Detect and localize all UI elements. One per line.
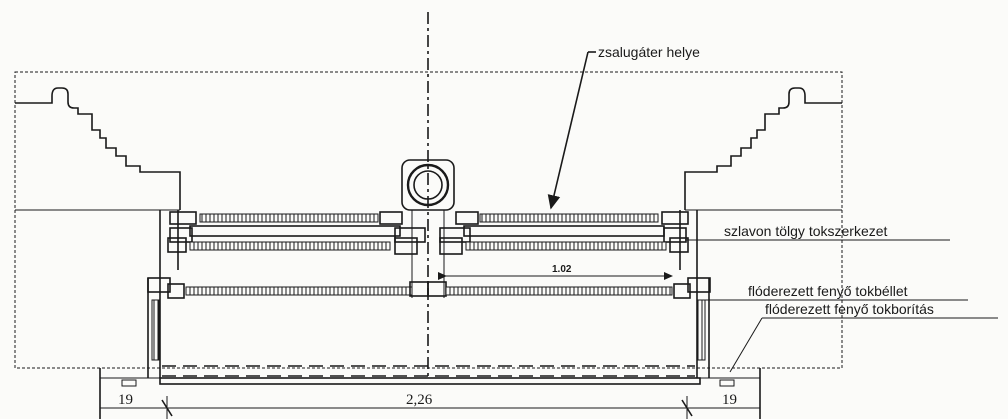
sash-width-dimension: 1.02 [438, 264, 673, 280]
left-jamb [147, 210, 179, 378]
frame-lining-label: flóderezett fenyő tokbéllet [748, 283, 908, 299]
right-reveal-dimension: 19 [722, 392, 737, 408]
center-post [401, 159, 455, 298]
left-reveal-dimension: 19 [118, 392, 133, 408]
sash-width-label: 1.02 [552, 264, 572, 275]
shutter-location-label: zsalugáter helye [598, 44, 700, 60]
right-cornice-profile [684, 87, 842, 210]
right-jamb [679, 210, 710, 378]
lower-sash-right [427, 277, 711, 299]
left-cornice-profile [15, 87, 181, 210]
bottom-dimension [100, 396, 760, 419]
upper-sash-right [439, 211, 689, 255]
lower-sash-left [147, 277, 429, 299]
frame-structure-label: szlavon tölgy tokszerkezet [724, 223, 888, 239]
upper-sash-left [167, 211, 426, 255]
frame-cover-leader [729, 317, 998, 373]
frame-cover-label: flóderezett fenyő tokborítás [765, 301, 934, 317]
total-width-dimension: 2,26 [406, 392, 433, 408]
shutter-location-leader [547, 51, 596, 210]
sill [99, 365, 761, 419]
